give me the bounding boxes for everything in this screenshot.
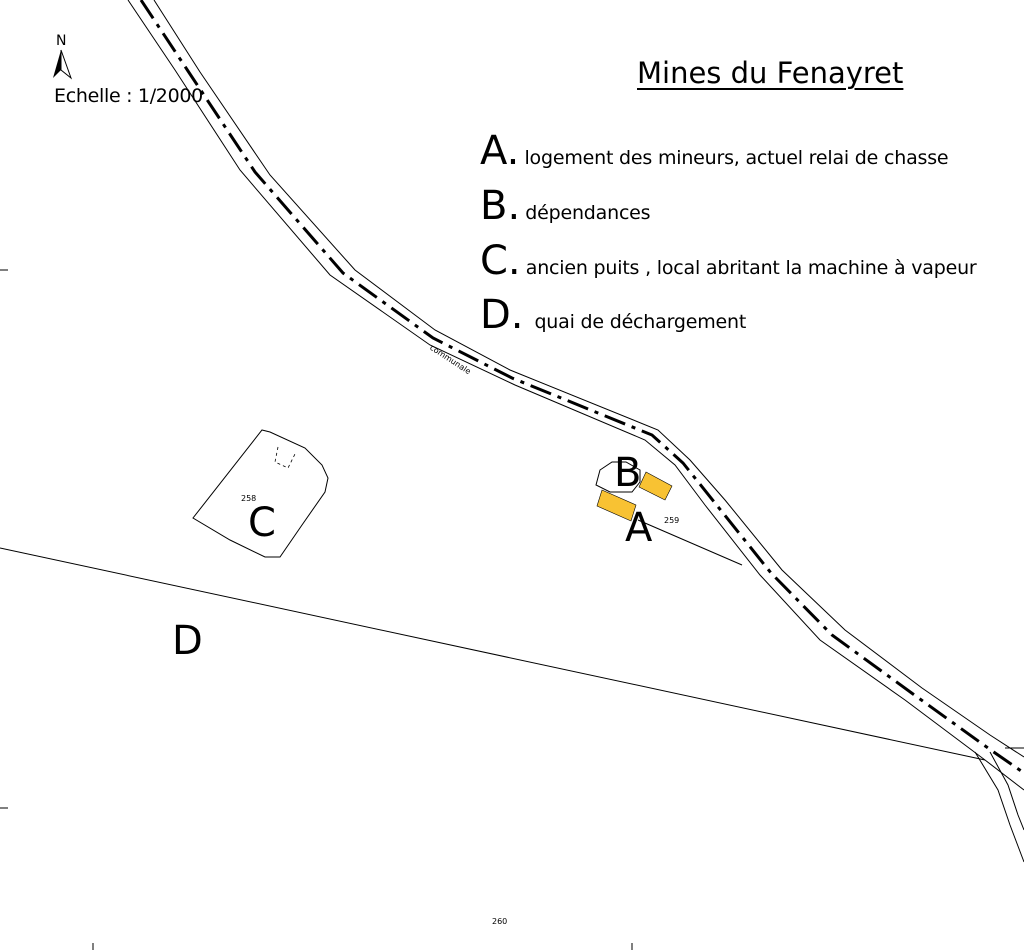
road-edge-right bbox=[153, 0, 1024, 758]
north-arrow-icon bbox=[53, 50, 61, 78]
building-outline-b bbox=[595, 461, 641, 493]
map-label-b: B bbox=[614, 450, 642, 496]
legend-letter-d: D. bbox=[480, 292, 524, 338]
legend-text-d: quai de déchargement bbox=[528, 311, 747, 333]
legend-item-b: B. dépendances bbox=[480, 183, 651, 229]
parcel-number-259: 259 bbox=[664, 516, 680, 525]
map-label-a: A bbox=[625, 505, 653, 551]
legend-letter-a: A. bbox=[480, 128, 520, 174]
scale-label: Echelle : 1/2000 bbox=[54, 85, 203, 107]
map-title: Mines du Fenayret bbox=[637, 56, 904, 90]
parcel-c-inner bbox=[274, 446, 297, 469]
legend-item-c: C. ancien puits , local abritant la mach… bbox=[480, 238, 977, 284]
road-centerline bbox=[139, 0, 1024, 775]
legend-text-a: logement des mineurs, actuel relai de ch… bbox=[524, 147, 949, 169]
building-b bbox=[638, 471, 673, 501]
parcel-line-d bbox=[0, 547, 986, 761]
legend-text-b: dépendances bbox=[525, 202, 651, 224]
parcel-c-outline bbox=[192, 429, 329, 558]
road-edge-left bbox=[127, 0, 1024, 791]
legend-letter-b: B. bbox=[480, 183, 521, 229]
parcel-number-258: 258 bbox=[241, 494, 257, 503]
legend-text-c: ancien puits , local abritant la machine… bbox=[525, 257, 977, 279]
legend-letter-c: C. bbox=[480, 238, 521, 284]
side-road-right bbox=[989, 751, 1024, 831]
north-label: N bbox=[56, 33, 67, 49]
north-arrow-outline-icon bbox=[60, 49, 73, 80]
legend-item-a: A. logement des mineurs, actuel relai de… bbox=[480, 128, 949, 174]
map-label-d: D bbox=[172, 618, 203, 664]
legend-item-d: D. quai de déchargement bbox=[480, 292, 746, 338]
parcel-line-a bbox=[637, 519, 743, 566]
building-a bbox=[596, 489, 637, 522]
map-label-c: C bbox=[248, 500, 276, 546]
parcel-number-260: 260 bbox=[492, 917, 508, 926]
side-road-left bbox=[974, 751, 1024, 863]
